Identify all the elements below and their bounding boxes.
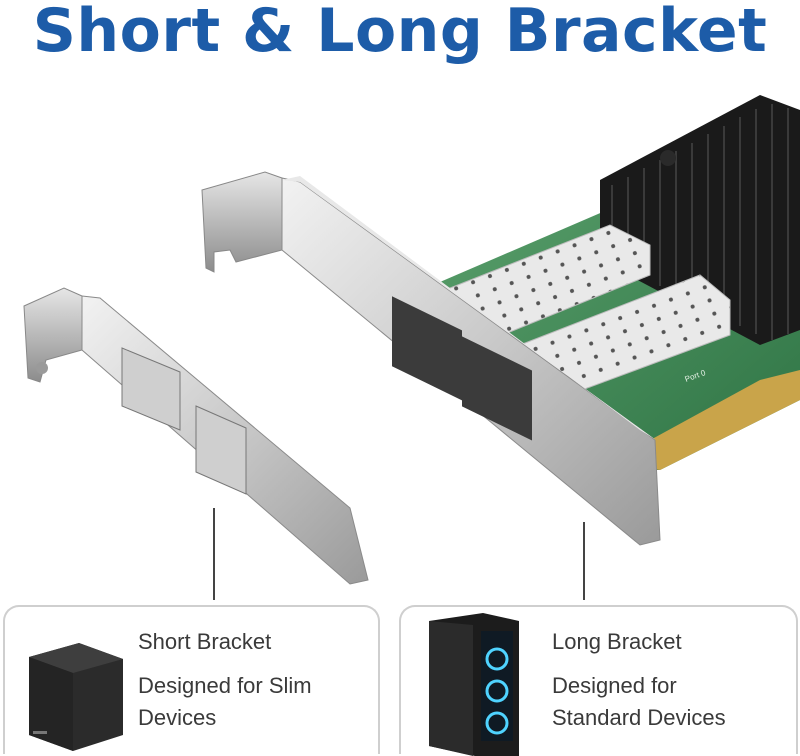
short-bracket: [23, 287, 369, 585]
long-bracket: [201, 171, 661, 546]
long-bracket-card: Long Bracket Designed for Standard Devic…: [399, 605, 798, 756]
long-bracket-heading: Long Bracket: [552, 629, 682, 654]
short-bracket-heading: Short Bracket: [138, 629, 272, 654]
mini-pc-cube-icon: [29, 643, 123, 751]
long-bracket-description: Designed for Standard Devices: [552, 673, 726, 730]
short-bracket-card: Short Bracket Designed for Slim Devices: [3, 605, 380, 754]
tower-pc-icon: [429, 613, 519, 756]
gold-edge-connector: [610, 370, 800, 470]
page-title: Short & Long Bracket: [32, 0, 768, 66]
heatsink: [600, 95, 800, 345]
short-bracket-description: Designed for Slim Devices: [138, 673, 312, 730]
